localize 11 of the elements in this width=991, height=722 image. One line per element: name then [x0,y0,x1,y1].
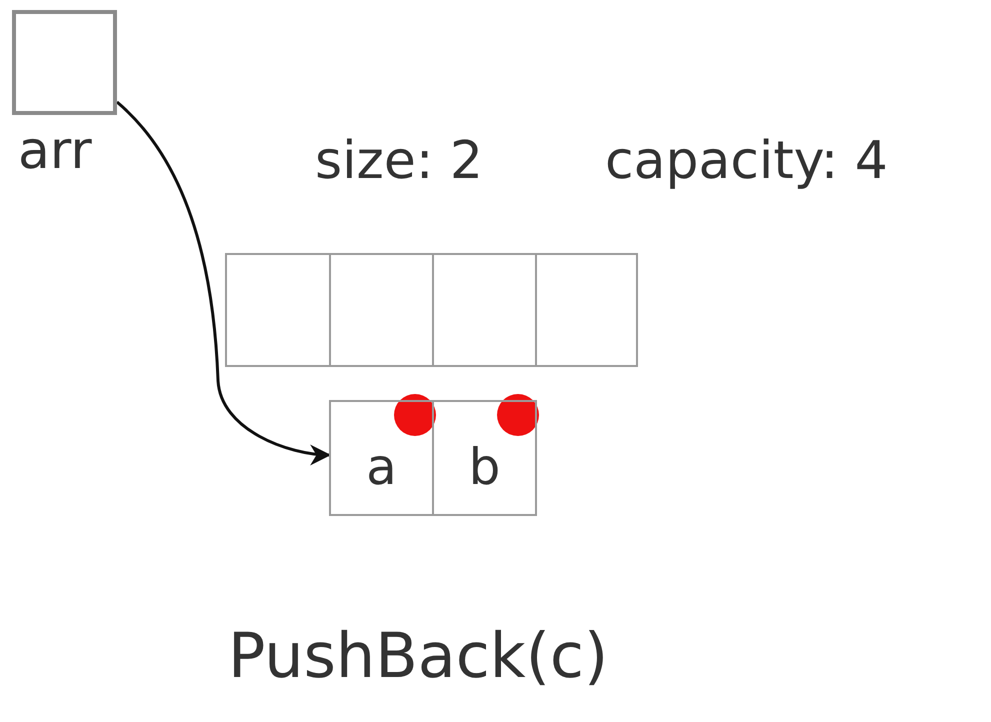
array-cell [432,253,537,367]
size-label: size: 2 [315,135,483,187]
array-cell [535,253,638,367]
variable-name: arr [18,125,92,177]
capacity-label: capacity: 4 [605,135,888,187]
arrow [116,100,332,465]
array-cell: a [329,400,434,516]
array-cell: b [432,400,537,516]
array-cell [225,253,331,367]
array-cell [329,253,434,367]
operation-label: PushBack(c) [228,625,608,687]
